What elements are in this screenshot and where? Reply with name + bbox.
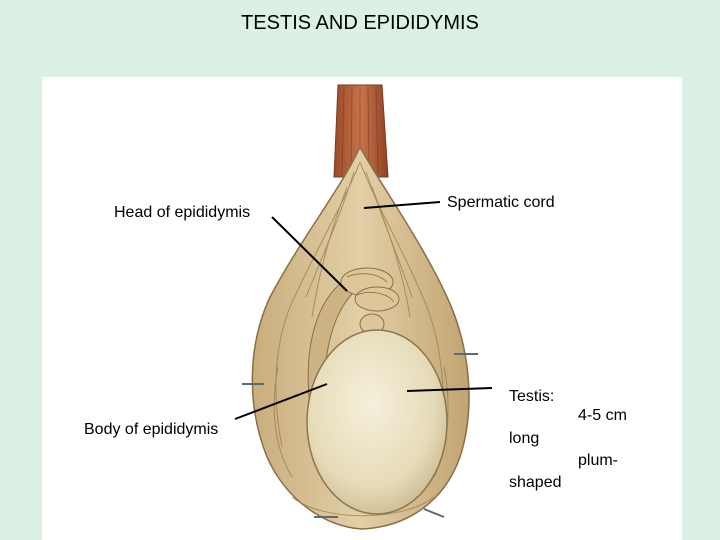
leader-lines — [234, 201, 493, 420]
label-testis-plum: plum- — [578, 452, 619, 469]
testis-illustration — [234, 84, 493, 530]
testis — [306, 329, 448, 515]
leader-body-of-epididymis — [234, 383, 328, 420]
illustration-panel — [42, 77, 682, 540]
label-head-of-epididymis: Head of epididymis — [114, 204, 251, 221]
label-spermatic-cord: Spermatic cord — [447, 194, 555, 211]
leader-spermatic-cord — [363, 201, 441, 209]
epididymis-head — [340, 267, 400, 335]
page-title: TESTIS AND EPIDIDYMIS — [241, 12, 479, 34]
label-testis-shaped: shaped — [509, 474, 562, 491]
cremaster-muscle — [333, 84, 389, 178]
label-testis: Testis: — [509, 388, 555, 405]
label-testis-long: long — [509, 430, 540, 447]
leader-testis — [406, 387, 493, 392]
label-testis-size: 4-5 cm — [578, 407, 627, 424]
label-body-of-epididymis: Body of epididymis — [84, 421, 219, 438]
leader-head-of-epididymis — [271, 216, 348, 292]
